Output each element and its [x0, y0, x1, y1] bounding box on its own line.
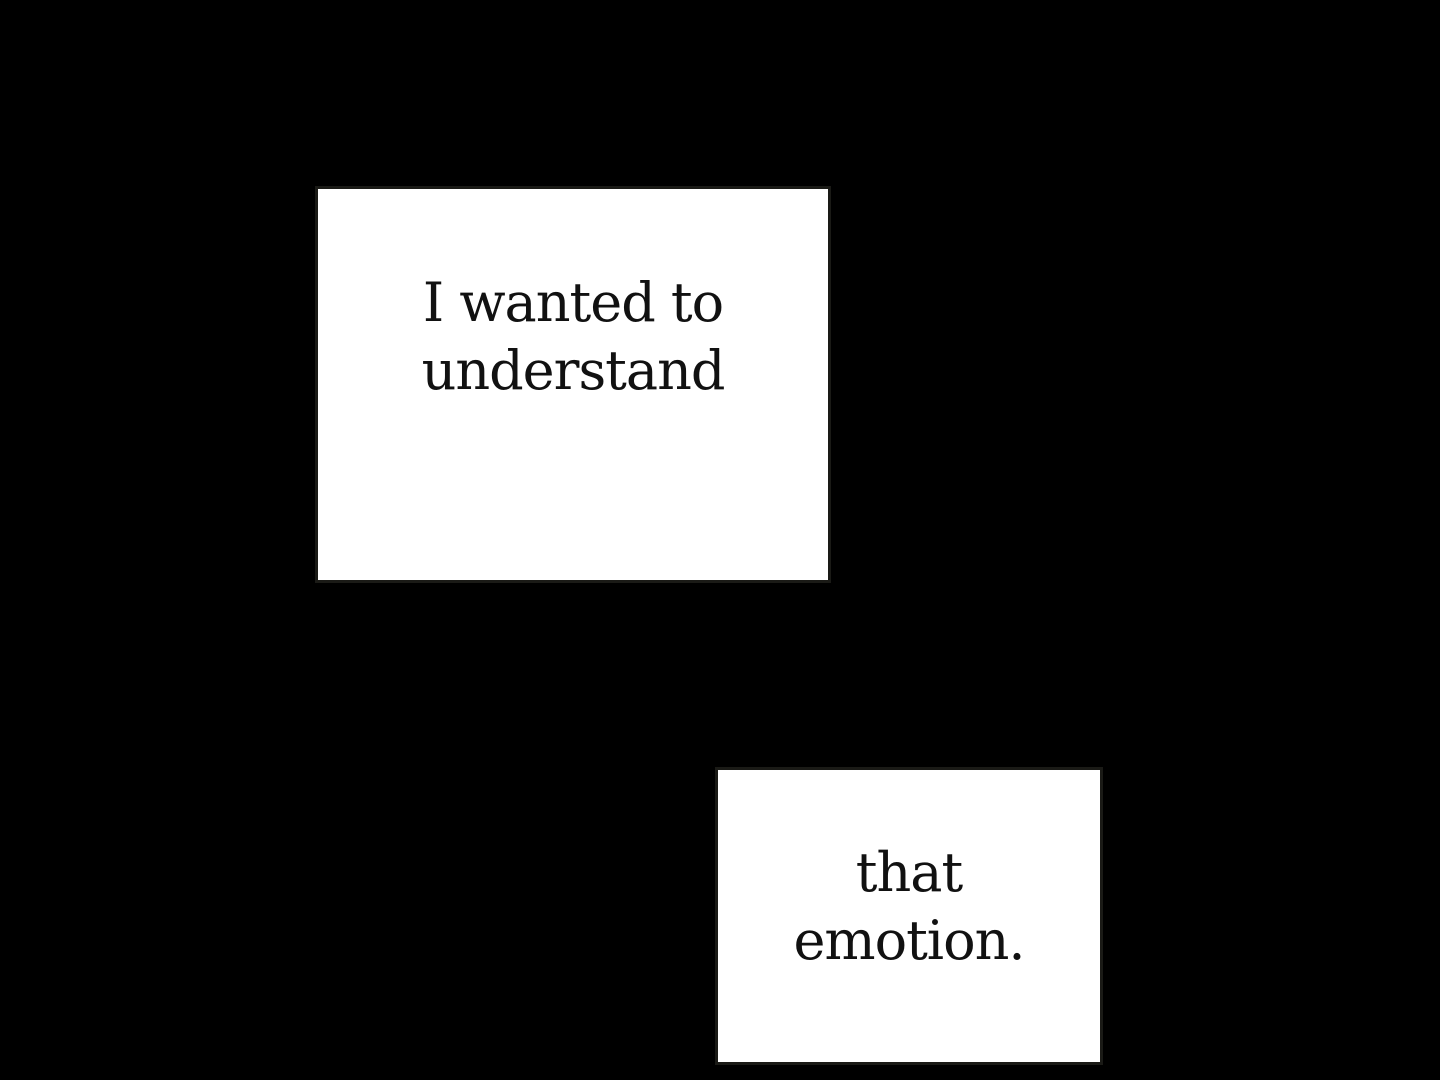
caption-text: that emotion. — [793, 841, 1025, 972]
caption-text: I wanted to understand — [421, 271, 726, 402]
comic-panel-1: I wanted to understand — [315, 186, 831, 583]
comic-panel-2: that emotion. — [715, 767, 1103, 1065]
